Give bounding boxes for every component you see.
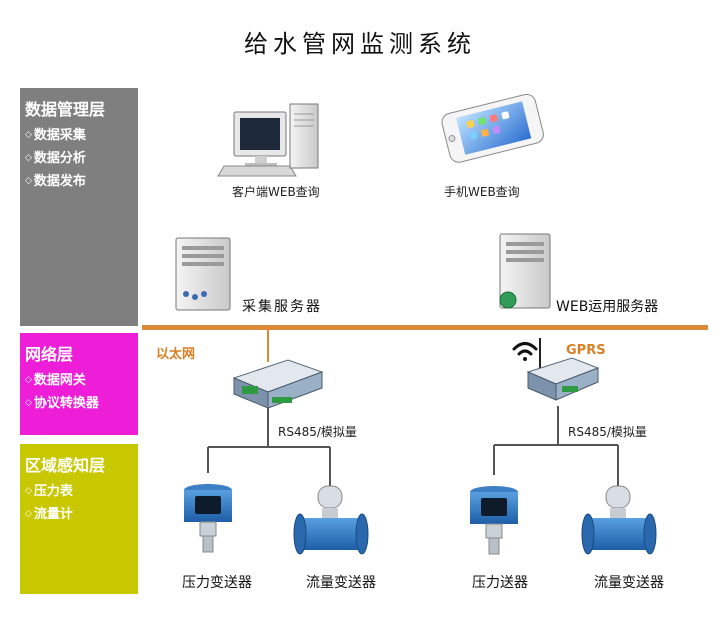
layer-band-network: 网络层 数据网关 协议转换器 — [20, 333, 138, 435]
ethernet-bus — [142, 325, 708, 330]
desktop-computer-icon — [217, 103, 319, 177]
layer-title: 数据管理层 — [25, 100, 106, 119]
flow-meter-icon — [293, 485, 369, 555]
wifi-signal-icon — [512, 342, 538, 361]
mobile-web-label: 手机WEB查询 — [444, 185, 520, 199]
layer-item: 数据采集 — [25, 124, 138, 147]
rs485-right-label: RS485/模拟量 — [568, 425, 647, 439]
layer-item: 数据发布 — [25, 170, 138, 193]
rs485-left-label: RS485/模拟量 — [278, 425, 357, 439]
web-server-icon — [499, 233, 551, 309]
client-web-label: 客户端WEB查询 — [232, 185, 320, 199]
pressure-transmitter-right-label: 压力送器 — [472, 575, 528, 591]
flow-meter-icon — [581, 485, 657, 555]
layer-item: 数据网关 — [25, 369, 138, 392]
layer-item: 协议转换器 — [25, 392, 138, 415]
smartphone-icon — [441, 93, 544, 163]
diagram-title: 给水管网监测系统 — [244, 30, 476, 58]
pressure-transmitter-icon — [184, 484, 232, 553]
web-server-label: WEB运用服务器 — [556, 299, 659, 315]
pressure-transmitter-icon — [470, 486, 518, 555]
gprs-gateway-icon — [526, 338, 600, 401]
flow-transmitter-right-label: 流量变送器 — [594, 575, 664, 591]
layer-item: 流量计 — [25, 503, 138, 526]
layer-band-sensing: 区域感知层 压力表 流量计 — [20, 444, 138, 594]
gprs-label: GPRS — [566, 343, 606, 358]
collection-server-label: 采集服务器 — [242, 299, 322, 315]
layer-title: 区域感知层 — [25, 456, 106, 475]
pressure-transmitter-left-label: 压力变送器 — [182, 575, 252, 591]
layer-item: 数据分析 — [25, 147, 138, 170]
layer-title: 网络层 — [25, 345, 74, 364]
collection-server-icon — [175, 237, 231, 311]
layer-item: 压力表 — [25, 480, 138, 503]
flow-transmitter-left-label: 流量变送器 — [306, 575, 376, 591]
layer-band-data-management: 数据管理层 数据采集 数据分析 数据发布 — [20, 88, 138, 326]
ethernet-label: 以太网 — [156, 347, 196, 362]
data-gateway-icon — [232, 359, 324, 409]
